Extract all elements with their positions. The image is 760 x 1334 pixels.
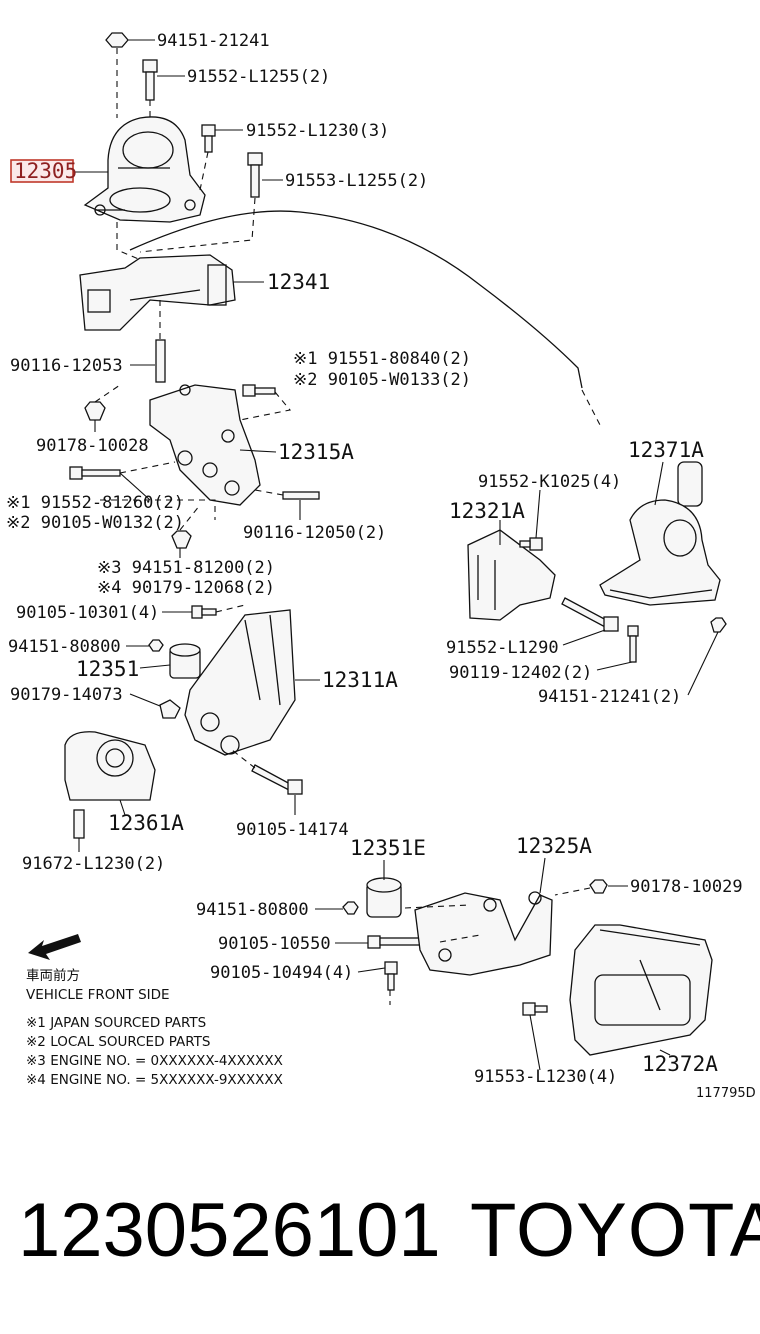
label-94151-21241-right: 94151-21241(2) [538,687,681,707]
parts-diagram: 12305 94151-21241 91552-L1255(2) 91552-L… [6,31,756,1101]
label-94151-81200: ※3 94151-81200(2) [97,558,275,578]
nut-94151-81200 [171,530,192,549]
bolt-91552-L1230 [201,124,216,153]
bracket-12315A [149,384,261,506]
bushing-12351E [366,877,402,918]
note-local-sourced: ※2 LOCAL SOURCED PARTS [26,1034,211,1050]
label-91552-81260: ※1 91552-81260(2) [6,493,184,513]
bolt-91553-L1255 [247,152,263,198]
vehicle-front-arrow-icon [28,934,81,960]
nut-90178-10029 [589,879,608,894]
note-japan-sourced: ※1 JAPAN SOURCED PARTS [26,1015,206,1031]
bolt-90179-14073 [159,699,181,719]
footer: 1230526101 TOYOTA [0,1185,760,1295]
stud-90116-12050 [282,491,320,500]
bolt-90105-14174 [251,764,303,795]
brand-text: TOYOTA [470,1188,760,1273]
front-jp-text: 車両前方 [26,967,80,984]
bolt-90119-12402 [627,625,639,663]
label-90105-14174: 90105-14174 [236,820,349,840]
label-91553-L1230: 91553-L1230(4) [474,1067,617,1087]
label-90116-12050: 90116-12050(2) [243,523,386,543]
label-90105-10301: 90105-10301(4) [16,603,159,623]
label-94151-80800-lower: 94151-80800 [196,900,309,920]
bolt-91672-L1230 [73,809,85,839]
label-94151-80800: 94151-80800 [8,637,121,657]
bracket-12321A [467,529,556,621]
bolt-91552-L1290 [561,597,619,632]
nut-94151-80800-lower [342,901,359,915]
bolt-90105-10494 [384,961,398,991]
label-12351E: 12351E [350,836,426,860]
label-90179-12068: ※4 90179-12068(2) [97,578,275,598]
bracket-12325A [414,891,553,976]
label-12351: 12351 [76,657,139,681]
nut-90178-10028 [84,401,106,421]
front-en-text: VEHICLE FRONT SIDE [26,987,170,1003]
mount-12361A [64,731,156,801]
label-12321A: 12321A [449,499,525,523]
mount-12371A [599,461,721,606]
label-90119-12402: 90119-12402(2) [449,663,592,683]
label-91672-L1230: 91672-L1230(2) [22,854,165,874]
engine-outline-curve [129,210,583,389]
bolt-91552-81260 [69,466,121,480]
note-engine-no-4: ※4 ENGINE NO. = 5XXXXXX-9XXXXXX [26,1072,283,1088]
label-12315A: 12315A [278,440,354,464]
label-91552-L1290: 91552-L1290 [446,638,559,658]
label-90105-W0132: ※2 90105-W0132(2) [6,513,184,533]
bolt-90105-10301 [191,605,217,619]
engine-outline-dash [581,389,601,426]
label-90105-10494: 90105-10494(4) [210,963,353,983]
label-90116-12053: 90116-12053 [10,356,123,376]
mount-12372A [569,924,713,1056]
label-91552-L1230: 91552-L1230(3) [246,121,389,141]
label-12372A: 12372A [642,1052,718,1076]
bracket-12311A [184,609,296,756]
highlight-box-12305 [10,159,74,183]
label-91551-80840: ※1 91551-80840(2) [293,349,471,369]
label-90178-10029: 90178-10029 [630,877,743,897]
bolt-91552-L1255 [142,59,158,101]
diagram-code: 117795D [696,1086,756,1101]
bushing-12351 [169,643,201,679]
label-94151-21241: 94151-21241 [157,31,270,51]
nut-94151-21241 [105,32,129,48]
label-12341: 12341 [267,270,330,294]
note-engine-no-3: ※3 ENGINE NO. = 0XXXXXX-4XXXXXX [26,1053,283,1069]
label-12305: 12305 [14,159,77,183]
bracket-12341 [79,254,236,331]
label-91552-K1025: 91552-K1025(4) [478,472,621,492]
stud-90116-12053 [155,339,166,383]
bolt-91552-K1025 [519,537,543,551]
label-90105-W0133: ※2 90105-W0133(2) [293,370,471,390]
nut-94151-80800 [148,639,164,652]
bolt-91551-80840 [242,384,276,397]
nut-94151-21241-right [710,617,727,633]
label-91552-L1255: 91552-L1255(2) [187,67,330,87]
leader-lines [73,39,719,1071]
label-12325A: 12325A [516,834,592,858]
label-12361A: 12361A [108,811,184,835]
mount-12305 [83,116,206,223]
label-90105-10550: 90105-10550 [218,934,331,954]
bolt-91553-L1230 [522,1002,548,1016]
label-90178-10028: 90178-10028 [36,436,149,456]
label-91553-L1255: 91553-L1255(2) [285,171,428,191]
part-number-text: 1230526101 [18,1188,441,1273]
label-12311A: 12311A [322,668,398,692]
label-12371A: 12371A [628,438,704,462]
label-90179-14073: 90179-14073 [10,685,123,705]
